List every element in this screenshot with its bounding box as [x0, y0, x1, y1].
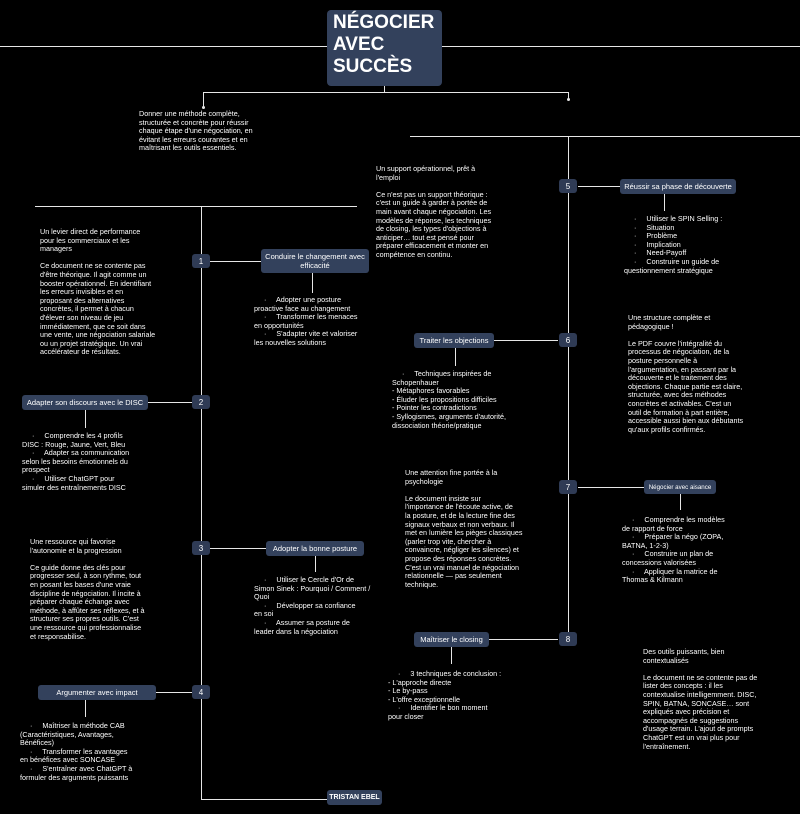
connector [210, 548, 266, 549]
step-box[interactable]: Maîtriser le closing [414, 632, 489, 647]
step-box[interactable]: Adapter son discours avec le DISC [22, 395, 148, 410]
connector [85, 699, 86, 717]
step-details: · Utiliser le SPIN Selling : · Situation… [624, 214, 723, 275]
note-text: Une ressource qui favorise l'autonomie e… [30, 537, 145, 641]
step-number: 2 [192, 395, 210, 409]
connector [85, 410, 86, 428]
connector [203, 92, 204, 108]
step-number: 6 [559, 333, 577, 347]
connector [384, 86, 385, 92]
right-spine [568, 136, 569, 640]
note-text: Un levier direct de performance pour les… [40, 227, 156, 357]
step-box[interactable]: Réussir sa phase de découverte [620, 179, 736, 194]
connector [0, 46, 327, 47]
connector [203, 92, 569, 93]
step-details: · Comprendre les modèles de rapport de f… [622, 515, 725, 585]
step-number: 7 [559, 480, 577, 494]
step-number: 4 [192, 685, 210, 699]
connector [201, 799, 327, 800]
step-number: 8 [559, 632, 577, 646]
title-line: SUCCÈS [333, 56, 413, 77]
note-text: Une structure complète et pédagogique ! … [628, 313, 744, 434]
page-title: NÉGOCIER AVEC SUCCÈS [327, 10, 442, 86]
connector [578, 487, 644, 488]
connector [156, 692, 192, 693]
step-number: 1 [192, 254, 210, 268]
note-text: Une attention fine portée à la psycholog… [405, 468, 523, 589]
connector [148, 402, 192, 403]
left-spine [201, 206, 202, 800]
note-text: Des outils puissants, bien contextualisé… [643, 647, 758, 751]
connector [578, 186, 622, 187]
step-details: · Comprendre les 4 profils DISC : Rouge,… [22, 431, 130, 492]
step-number: 5 [559, 179, 577, 193]
step-number: 3 [192, 541, 210, 555]
connector [442, 46, 800, 47]
title-line: NÉGOCIER [333, 12, 435, 33]
step-details: · 3 techniques de conclusion : - L'appro… [388, 669, 502, 721]
connector [451, 646, 452, 664]
connector [410, 136, 800, 137]
connector [680, 494, 681, 510]
step-box[interactable]: Adopter la bonne posture [266, 541, 364, 556]
connector [494, 340, 558, 341]
step-box[interactable]: Traiter les objections [414, 333, 494, 348]
connector [664, 193, 665, 211]
junction-dot [202, 106, 205, 109]
title-line: AVEC [333, 34, 385, 55]
connector [568, 92, 569, 100]
junction-dot [567, 98, 570, 101]
connector [489, 639, 558, 640]
connector [315, 556, 316, 572]
step-details: · Techniques inspirées de Schopenhauer -… [392, 369, 507, 430]
step-box[interactable]: Conduire le changement avec efficacité [261, 249, 369, 273]
step-box[interactable]: Argumenter avec impact [38, 685, 156, 700]
connector [35, 206, 357, 207]
step-details: · Maîtriser la méthode CAB (Caractéristi… [20, 721, 133, 782]
connector [455, 348, 456, 366]
connector [210, 261, 262, 262]
step-details: · Adopter une posture proactive face au … [254, 295, 358, 347]
connector [312, 273, 313, 293]
author-badge: TRISTAN EBEL [327, 790, 382, 805]
note-text: Un support opérationnel, prêt à l'emploi… [376, 164, 492, 259]
step-box[interactable]: Négocier avec aisance [644, 480, 716, 494]
intro-text: Donner une méthode complète, structurée … [139, 109, 253, 153]
step-details: · Utiliser le Cercle d'Or de Simon Sinek… [254, 575, 371, 636]
